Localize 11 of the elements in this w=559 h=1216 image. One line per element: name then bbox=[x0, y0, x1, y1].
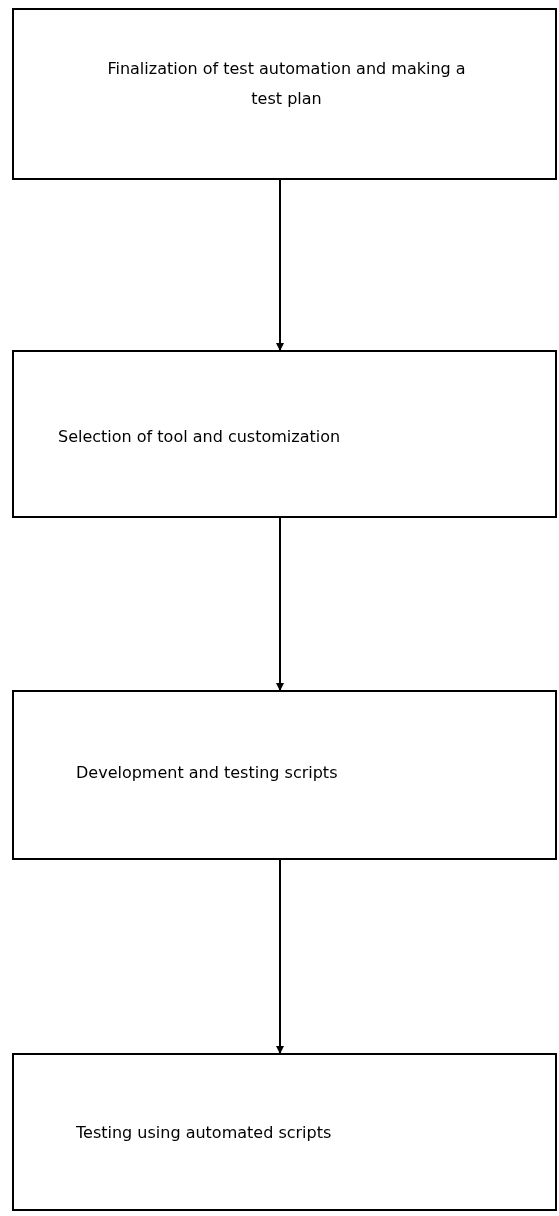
arrow bbox=[276, 859, 284, 1054]
step-text: Development and testing scripts bbox=[76, 762, 338, 784]
process-box bbox=[12, 8, 557, 180]
arrow bbox=[276, 179, 284, 351]
step-text: Finalization of test automation and making a test plan bbox=[106, 58, 467, 110]
arrow bbox=[276, 517, 284, 691]
process-box bbox=[12, 350, 557, 518]
step-text: Selection of tool and customization bbox=[58, 426, 341, 448]
process-box bbox=[12, 1053, 557, 1211]
step-text: Testing using automated scripts bbox=[76, 1122, 332, 1144]
process-box bbox=[12, 690, 557, 860]
